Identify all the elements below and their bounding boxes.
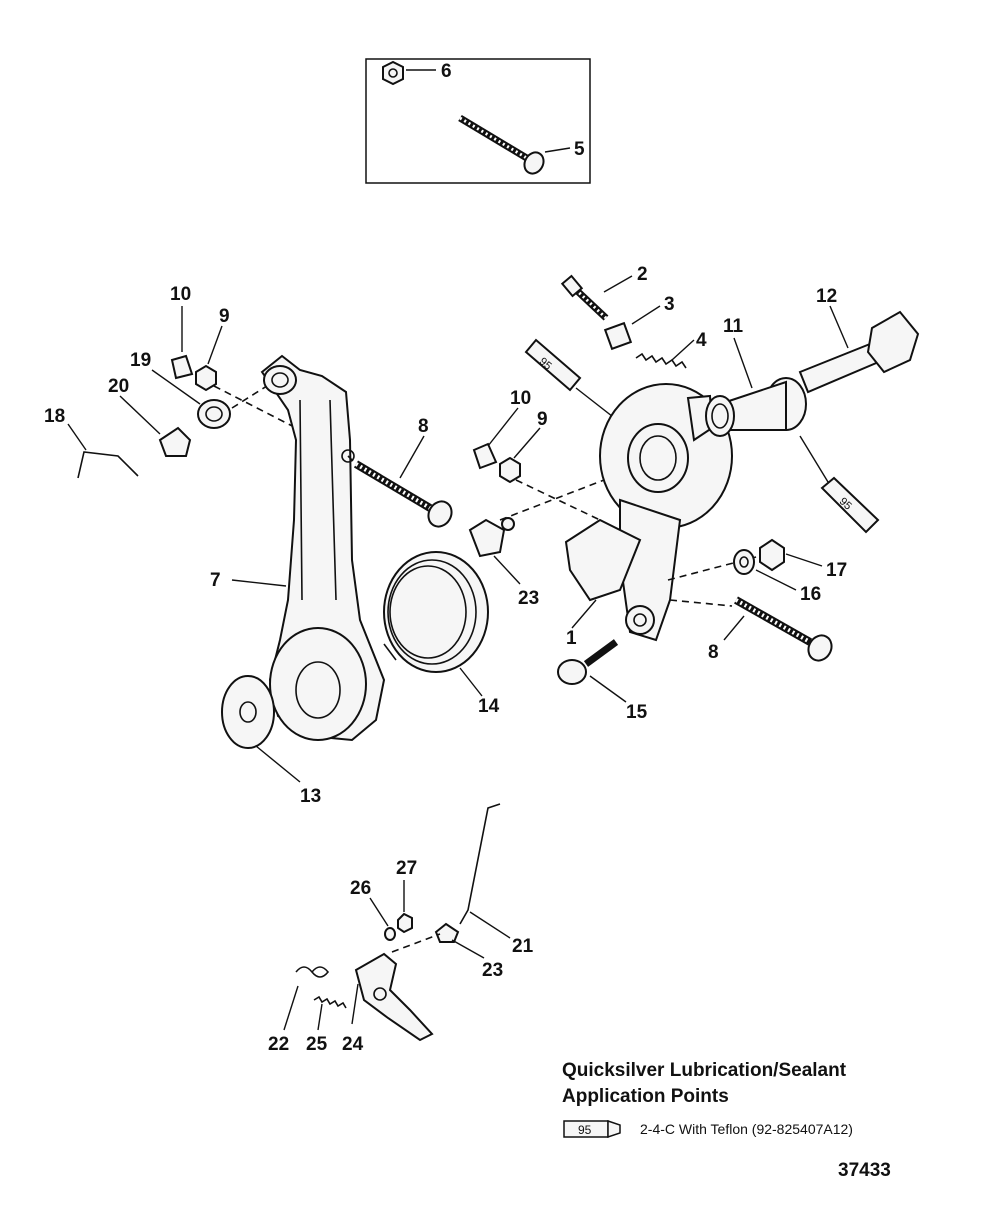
lube-tube-icon-left: 95 (524, 338, 582, 392)
ball-stud-part-23-lower (434, 922, 460, 943)
bolt-part-8-left (353, 460, 453, 528)
callout-3: 3 (664, 294, 675, 315)
callout-25: 25 (306, 1034, 328, 1055)
callout-15: 15 (626, 702, 648, 723)
throttle-cam-part-1 (564, 383, 733, 642)
callout-26: 26 (350, 878, 371, 899)
screw-part-5 (458, 114, 545, 175)
callout-21: 21 (512, 936, 534, 957)
ball-stud-part-23-upper (468, 517, 515, 558)
ball-socket-part-10-right (472, 442, 498, 470)
callout-24: 24 (342, 1034, 364, 1055)
callout-14: 14 (478, 696, 500, 717)
callout-7: 7 (210, 570, 221, 591)
callout-1: 1 (566, 628, 577, 649)
callout-27: 27 (396, 858, 417, 879)
bolt-part-12 (798, 310, 920, 394)
screw-part-2 (560, 274, 609, 321)
legend-tube-code: 95 (578, 1123, 592, 1137)
lubrication-legend: Quicksilver Lubrication/Sealant Applicat… (562, 1060, 853, 1139)
washer-part-13 (221, 675, 275, 749)
callout-10-right: 10 (510, 388, 531, 409)
spring-pin-part-25 (313, 995, 347, 1009)
callout-22: 22 (268, 1034, 289, 1055)
bushing-part-19 (197, 399, 231, 429)
callout-4: 4 (696, 330, 707, 351)
bolt-part-8-right (734, 596, 833, 662)
callout-12: 12 (816, 286, 837, 307)
nut-part-9-right (499, 456, 521, 484)
callout-9-left: 9 (219, 306, 230, 327)
callout-11: 11 (723, 316, 744, 337)
legend-title-line2: Application Points (562, 1086, 729, 1107)
ball-socket-part-10-left (170, 354, 194, 380)
spring-part-14 (383, 551, 489, 673)
callout-20: 20 (108, 376, 129, 397)
callout-16: 16 (800, 584, 821, 605)
legend-item-text: 2-4-C With Teflon (92-825407A12) (640, 1121, 853, 1137)
diagram-id: 37433 (838, 1160, 891, 1181)
callout-8-left: 8 (418, 416, 429, 437)
callout-13: 13 (300, 786, 321, 807)
lube-tube-icon-legend: 95 (563, 1119, 621, 1139)
callout-18: 18 (44, 406, 65, 427)
inset-box: 6 5 (365, 58, 591, 184)
callout-2: 2 (637, 264, 648, 285)
rod-part-21 (459, 803, 501, 925)
callout-19: 19 (130, 350, 151, 371)
callout-17: 17 (826, 560, 847, 581)
callout-10-left: 10 (170, 284, 191, 305)
nut-part-6 (382, 60, 404, 86)
lube-tube-icon-right: 95 (820, 476, 880, 534)
washer-part-26 (384, 927, 396, 941)
callout-5: 5 (574, 139, 585, 160)
callout-6: 6 (441, 61, 452, 82)
callout-23-lower: 23 (482, 960, 503, 981)
nut-part-3 (603, 321, 633, 351)
lever-part-24 (354, 952, 434, 1042)
callout-23-upper: 23 (518, 588, 539, 609)
spring-part-22 (295, 966, 330, 978)
bushing-part-11 (705, 377, 807, 437)
pin-part-15 (557, 639, 619, 685)
nut-part-27 (397, 912, 413, 934)
spring-part-4 (635, 352, 687, 369)
link-rod-part-18 (77, 451, 139, 479)
nut-part-9-left (195, 364, 217, 392)
clip-part-20 (158, 426, 192, 457)
lever-arm-part-7 (260, 354, 386, 742)
callout-9-right: 9 (537, 409, 548, 430)
legend-title-line1: Quicksilver Lubrication/Sealant (562, 1060, 847, 1081)
washer-part-16 (733, 549, 755, 575)
callout-8-right: 8 (708, 642, 719, 663)
nut-part-17 (759, 538, 785, 572)
